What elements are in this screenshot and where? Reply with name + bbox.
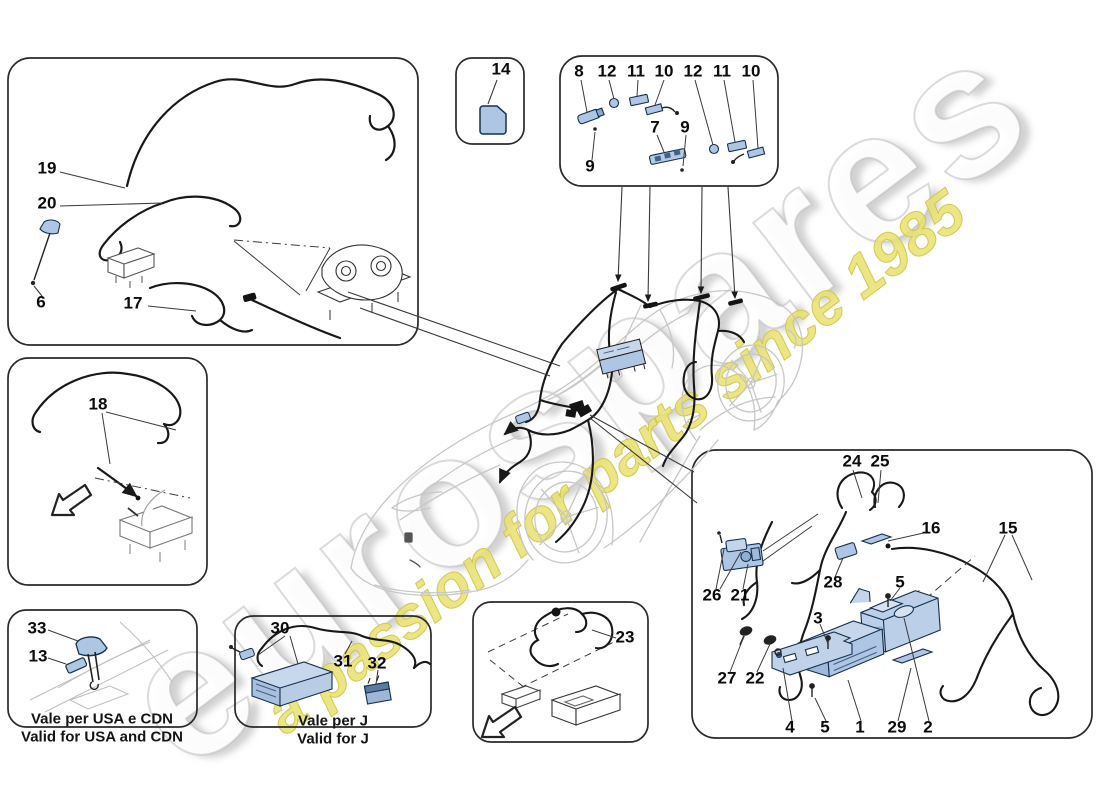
antenna-base-part13 [65,657,88,674]
grommets [739,626,782,656]
climate-control-unit [316,244,412,320]
cd-changer-part30 [250,661,334,707]
rear-shelf-harness [31,371,182,501]
amplifier-module [596,338,647,379]
box-roof-harness [7,57,419,346]
cross-panel-leaders [33,171,738,504]
caption-usa-cdn-it: Vale per USA e CDN [31,710,173,728]
small-ecu-device [106,247,156,288]
caption-japan-en: Valid for J [297,730,369,748]
strip-part29 [891,648,934,664]
roof-harness-devices [30,219,412,320]
shark-fin-antenna-part33 [75,636,108,690]
tuner-box-part32 [363,675,392,705]
sd-card-part14 [479,79,507,135]
tuner-cable-parts [480,607,622,739]
antenna-kit-parts [577,79,766,172]
caption-japan-it: Vale per J [297,712,369,730]
usa-cdn-parts [29,621,173,713]
box-usa-cdn [7,609,198,728]
connector-part28 [834,542,858,560]
box-antennas [559,55,779,187]
caption-usa-cdn-en: Valid for USA and CDN [21,728,183,746]
antenna-clip-part6 [30,219,61,286]
module-part21 [720,538,764,571]
ghost-device [118,489,194,562]
box-japan [234,615,432,728]
rear-wheel [717,344,785,422]
connector-plug [229,645,255,661]
harness-connector-cluster [565,400,593,418]
roof-harness-parts [98,78,396,340]
box-tuner-cable [472,601,649,743]
strip-part16 [860,533,893,545]
box-sd-card [455,57,525,145]
direction-arrow [480,705,523,739]
box-head-unit [691,449,1093,739]
screws [809,593,891,697]
panel-boxes [7,55,1093,743]
front-blue-connector [515,411,531,425]
direction-arrow [50,483,93,517]
box-rear-harness [7,357,208,586]
car-wiring-harness [498,282,746,544]
head-unit-assembly [715,469,1060,722]
front-wheel [524,470,608,564]
japan-kit-parts [229,624,432,707]
